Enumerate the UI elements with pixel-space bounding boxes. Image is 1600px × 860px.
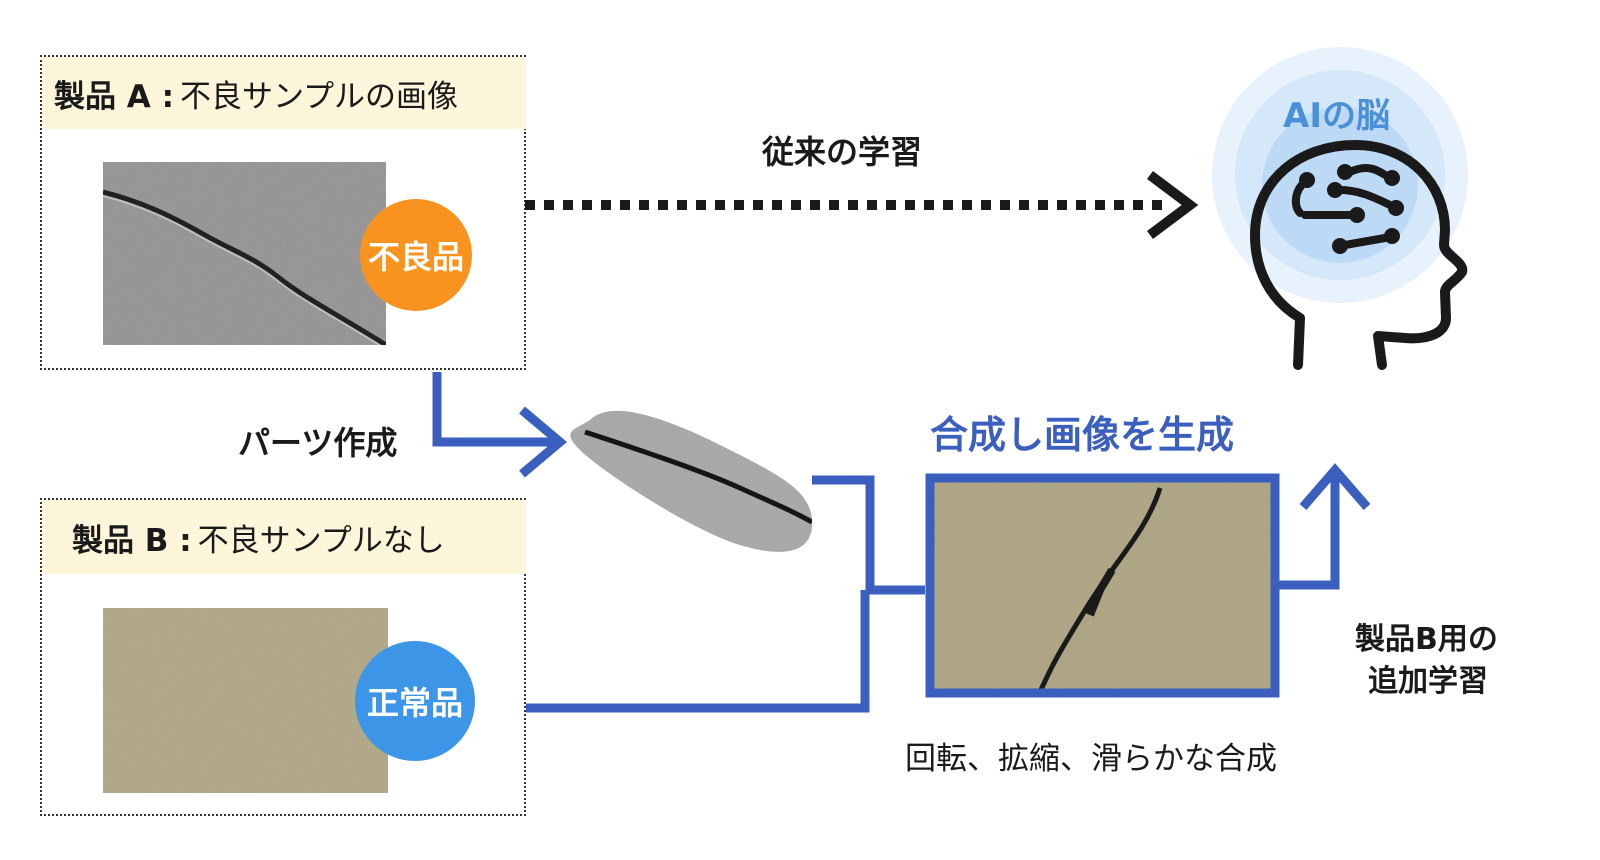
parts-arrow-line (432, 372, 560, 447)
product-a-panel: 製品 A : 不良サンプルの画像 不良品 (40, 55, 526, 370)
product-b-panel: 製品 B : 不良サンプルなし 正常品 (40, 498, 526, 816)
defect-image (103, 162, 386, 345)
product-b-header: 製品 B : 不良サンプルなし (42, 500, 526, 574)
parts-creation-label: パーツ作成 (238, 424, 398, 462)
ai-brain-label: AIの脳 (1283, 96, 1390, 136)
product-b-caption: 不良サンプルなし (197, 522, 445, 559)
generate-composite-label: 合成し画像を生成 (930, 413, 1235, 457)
normal-badge-label: 正常品 (366, 684, 463, 722)
product-a-name: 製品 A : (54, 78, 174, 115)
additional-learning-head (1299, 463, 1371, 510)
normal-image (103, 608, 388, 793)
conventional-arrow-head (1147, 171, 1199, 239)
defect-badge-label: 不良品 (367, 238, 464, 276)
composite-image (925, 473, 1280, 698)
additional-learning-label-2: 追加学習 (1368, 664, 1488, 699)
product-b-name: 製品 B : (72, 522, 192, 559)
normal-badge: 正常品 (355, 641, 475, 761)
product-a-caption: 不良サンプルの画像 (179, 78, 459, 115)
operations-label: 回転、拡縮、滑らかな合成 (905, 741, 1277, 777)
additional-learning-label-1: 製品B用の (1355, 622, 1498, 657)
parts-arrow-head (519, 406, 567, 478)
normal-to-composite-line (526, 590, 870, 713)
crack-part (570, 410, 813, 552)
conventional-learning-label: 従来の学習 (762, 133, 923, 171)
product-a-header: 製品 A : 不良サンプルの画像 (42, 57, 526, 129)
ai-brain-icon (1212, 47, 1468, 370)
defect-badge: 不良品 (360, 199, 472, 311)
part-to-composite-line (812, 475, 925, 595)
additional-learning-line (1275, 470, 1340, 590)
